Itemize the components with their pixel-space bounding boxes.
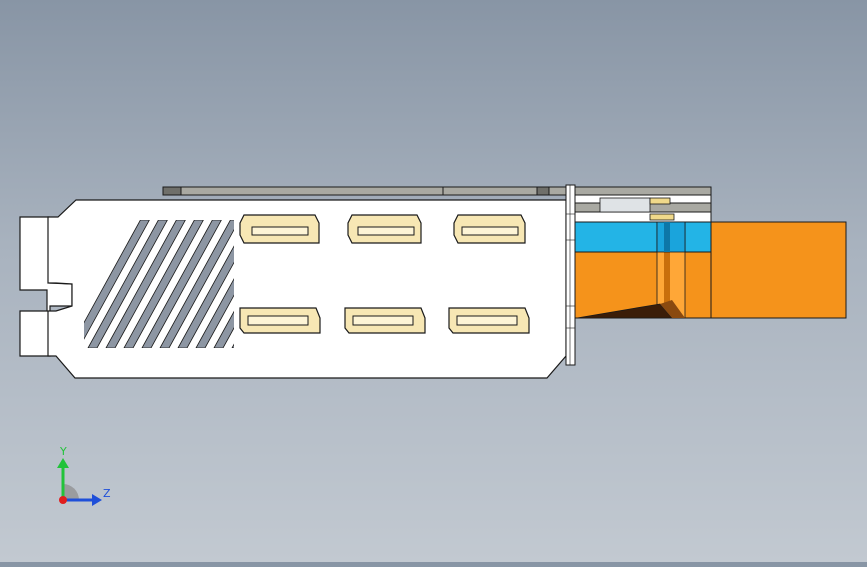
vent-slot <box>87 220 168 348</box>
vent-slot <box>105 220 186 348</box>
hdmi-port-3 <box>453 214 526 244</box>
cooler-shroud <box>574 221 847 319</box>
io-bracket <box>19 184 576 379</box>
vent-slot <box>195 278 234 348</box>
vent-grille <box>84 220 234 348</box>
hdmi-port-1 <box>239 214 320 244</box>
vent-slot <box>231 343 234 348</box>
vent-slot <box>141 220 222 348</box>
reference-triad: Y Z <box>57 445 111 506</box>
card-top-edge <box>162 186 712 223</box>
y-axis-label: Y <box>59 445 67 458</box>
triad-plane-indicator <box>63 484 79 500</box>
vent-slot <box>213 310 234 348</box>
display-ports <box>239 214 530 334</box>
x-axis-point <box>59 496 67 504</box>
displayport-3 <box>448 307 530 334</box>
z-axis-label: Z <box>103 487 111 500</box>
hdmi-port-2 <box>347 214 422 244</box>
vent-slot <box>123 220 204 348</box>
z-axis-arrow <box>92 494 102 506</box>
displayport-2 <box>344 307 426 334</box>
displayport-1 <box>239 307 321 334</box>
vent-slot <box>177 245 234 348</box>
vent-slot <box>159 220 234 348</box>
y-axis-arrow <box>57 458 69 468</box>
vent-slot <box>84 220 150 340</box>
